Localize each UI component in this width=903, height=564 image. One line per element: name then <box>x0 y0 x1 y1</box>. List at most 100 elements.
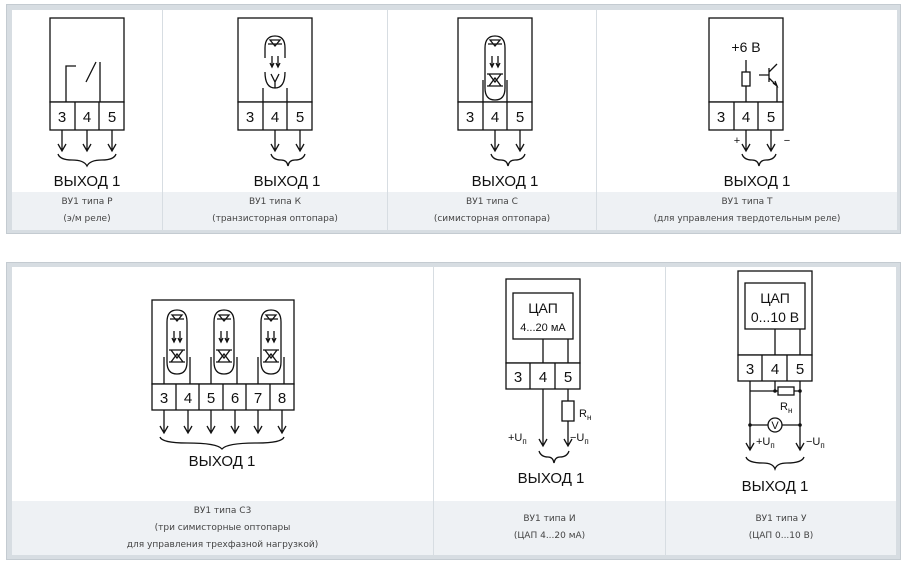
minus-supply-label: −Uп <box>806 436 825 450</box>
terminal-block <box>49 101 125 131</box>
device-box <box>457 17 533 103</box>
terminal-5: 5 <box>564 369 572 386</box>
load-resistor <box>777 386 795 396</box>
caption-line: для управления трехфазной нагрузкой) <box>126 539 319 550</box>
output-wires <box>745 381 805 452</box>
diagram-cell-relay: 3 4 5 ВЫХОД 1 <box>12 10 162 192</box>
output-label: ВЫХОД 1 <box>189 453 256 470</box>
caption-line: (три симисторные оптопары <box>154 522 291 533</box>
dac-range: 4...20 мА <box>520 322 566 334</box>
output-brace <box>57 153 117 168</box>
terminal-3: 3 <box>160 390 168 407</box>
dac-title: ЦАП <box>760 290 790 306</box>
diagram-cell-ssr: +6 В 3 4 5 + − ВЫХОД 1 <box>597 10 897 192</box>
led-housing <box>264 35 286 58</box>
caption-triac: ВУ1 типа С (симисторная оптопара) <box>388 192 596 230</box>
ssr-output-diagram: +6 В 3 4 5 + − ВЫХОД 1 <box>708 17 791 190</box>
output-arrows <box>270 130 305 153</box>
output-arrows <box>159 410 287 435</box>
output-label: ВЫХОД 1 <box>472 173 539 190</box>
triac-output-diagram: 3 4 5 ВЫХОД 1 <box>457 17 539 190</box>
output-brace <box>490 153 526 167</box>
optotriac-housing <box>484 35 506 101</box>
device-box <box>237 17 313 103</box>
terminal-6: 6 <box>231 390 239 407</box>
output-brace <box>741 153 777 167</box>
caption-dac-current: ВУ1 типа И (ЦАП 4...20 мА) <box>434 501 665 555</box>
terminal-5: 5 <box>796 361 804 378</box>
terminal-4: 4 <box>539 369 547 386</box>
caption-line: (ЦАП 4...20 мА) <box>513 531 586 541</box>
output-label: ВЫХОД 1 <box>54 173 121 190</box>
caption-line: ВУ1 типа У <box>755 514 807 524</box>
triac3-output-diagram: 3 4 5 6 7 8 ВЫХОД 1 <box>151 299 295 470</box>
supply-label: +6 В <box>731 39 760 55</box>
load-resistor <box>561 400 575 422</box>
bottom-panel: 3 4 5 6 7 8 ВЫХОД 1 ВУ1 типа С3 (три сим… <box>6 262 901 560</box>
device-box <box>49 17 125 103</box>
dac-block <box>744 282 806 330</box>
led-symbol <box>268 39 282 48</box>
caption-ssr: ВУ1 типа Т (для управления твердотельным… <box>597 192 897 230</box>
diagram-cell-dac-voltage: ЦАП 0...10 В 3 4 5 Rн V +Uп −Uп ВЫХОД 1 <box>666 267 896 501</box>
caption-line: (симисторная оптопара) <box>433 214 551 224</box>
optotriac-2 <box>210 309 238 384</box>
terminal-4: 4 <box>271 109 279 126</box>
terminal-4: 4 <box>771 361 779 378</box>
phototransistor <box>264 71 286 89</box>
output-brace <box>745 456 805 472</box>
resistor-label: Rн <box>780 401 792 415</box>
optotriac-3 <box>257 309 285 384</box>
caption-line: ВУ1 типа Т <box>721 197 773 207</box>
output-brace <box>159 436 285 451</box>
terminal-7: 7 <box>254 390 262 407</box>
caption-transistor: ВУ1 типа К (транзисторная оптопара) <box>163 192 387 230</box>
minus-sign: − <box>784 135 790 147</box>
voltmeter <box>767 417 783 433</box>
plus-sign: + <box>734 135 740 147</box>
terminal-3: 3 <box>58 109 66 126</box>
output-arrows <box>490 130 525 153</box>
dac-range: 0...10 В <box>751 309 799 325</box>
transistor-symbol <box>759 63 779 102</box>
terminal-5: 5 <box>767 109 775 126</box>
plus-supply-label: +Uп <box>508 432 527 446</box>
output-wires <box>538 389 573 448</box>
terminal-block <box>708 101 784 131</box>
caption-line: (транзисторная оптопара) <box>212 214 338 224</box>
diagram-cell-triac3: 3 4 5 6 7 8 ВЫХОД 1 <box>12 267 433 501</box>
terminal-block <box>505 362 581 390</box>
dac-voltage-diagram: ЦАП 0...10 В 3 4 5 Rн V +Uп −Uп ВЫХОД 1 <box>737 270 825 495</box>
output-arrows <box>57 130 117 153</box>
output-label: ВЫХОД 1 <box>518 470 585 487</box>
terminal-5: 5 <box>207 390 215 407</box>
terminal-5: 5 <box>296 109 304 126</box>
top-panel: 3 4 5 ВЫХОД 1 ВУ1 типа Р (э/м реле) 3 4 … <box>6 4 901 234</box>
output-label: ВЫХОД 1 <box>742 478 809 495</box>
output-label: ВЫХОД 1 <box>724 173 791 190</box>
relay-contact <box>65 61 101 102</box>
resistor-label: Rн <box>579 408 591 422</box>
terminal-5: 5 <box>108 109 116 126</box>
terminal-4: 4 <box>491 109 499 126</box>
caption-line: ВУ1 типа И <box>523 514 576 524</box>
terminal-3: 3 <box>466 109 474 126</box>
terminal-3: 3 <box>514 369 522 386</box>
terminal-4: 4 <box>83 109 91 126</box>
dac-current-diagram: ЦАП 4...20 мА 3 4 5 Rн +Uп −Uп ВЫХОД 1 <box>505 278 591 487</box>
caption-relay: ВУ1 типа Р (э/м реле) <box>12 192 162 230</box>
caption-line: (ЦАП 0...10 В) <box>748 531 814 541</box>
transistor-output-diagram: 3 4 5 ВЫХОД 1 <box>237 17 320 190</box>
plus-supply-label: +Uп <box>756 436 775 450</box>
led-symbol <box>488 39 502 48</box>
optotriac-1 <box>163 309 191 384</box>
terminal-3: 3 <box>746 361 754 378</box>
dac-block <box>512 292 574 340</box>
caption-dac-voltage: ВУ1 типа У (ЦАП 0...10 В) <box>666 501 896 555</box>
caption-line: (э/м реле) <box>63 214 111 224</box>
device-box <box>151 299 295 385</box>
caption-line: ВУ1 типа Р <box>61 197 113 207</box>
diagram-cell-dac-current: ЦАП 4...20 мА 3 4 5 Rн +Uп −Uп ВЫХОД 1 <box>434 267 665 501</box>
caption-line: ВУ1 типа К <box>249 197 301 207</box>
caption-line: ВУ1 типа С3 <box>193 505 252 516</box>
